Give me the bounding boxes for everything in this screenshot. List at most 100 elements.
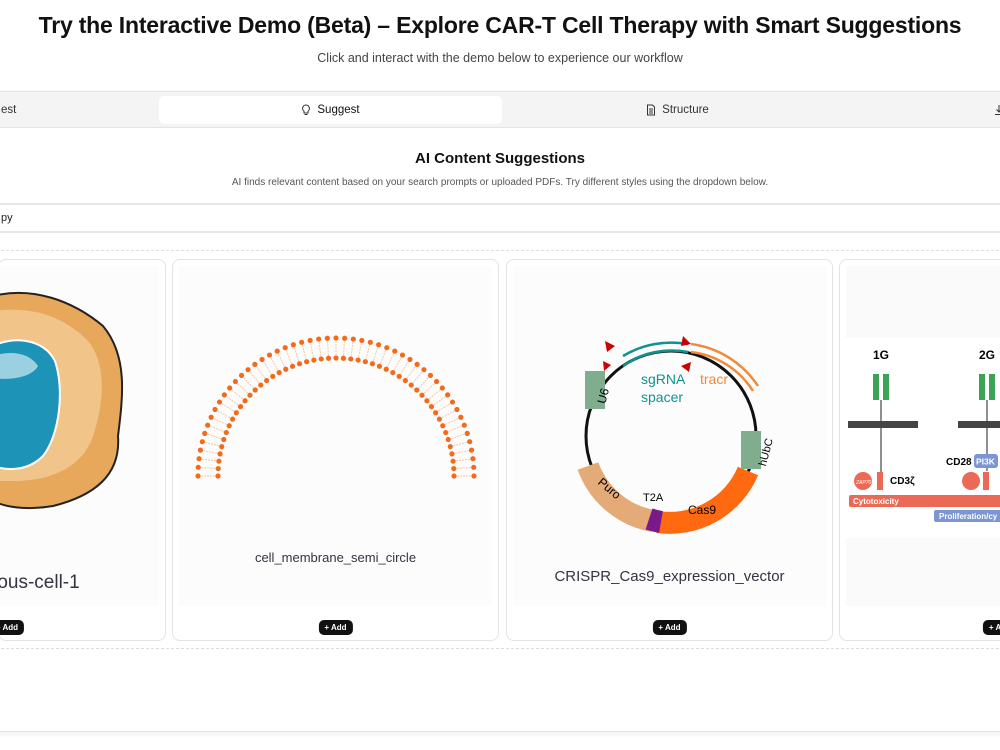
car-t-generations-illustration: 1G 2G ZAP70 CD3ζ CD28 PI3K Cytotoxicity … xyxy=(846,338,1000,538)
lipid-head xyxy=(419,392,425,398)
lipid-head xyxy=(461,422,467,428)
lipid-head xyxy=(451,465,457,472)
lipid-tail xyxy=(456,467,471,469)
lipid-tail xyxy=(412,371,423,384)
lipid-tail xyxy=(448,425,462,432)
card-image xyxy=(179,266,492,606)
tab-export[interactable] xyxy=(989,96,1000,124)
lipid-head xyxy=(449,399,456,405)
lipid-head xyxy=(468,447,475,453)
lipid-head xyxy=(237,404,244,410)
lipid-head xyxy=(433,410,439,416)
lipid-head xyxy=(471,473,477,479)
lipid-tail xyxy=(450,433,465,440)
lipid-tail xyxy=(249,371,260,384)
lipid-tail xyxy=(441,410,455,419)
tab-search[interactable]: est xyxy=(0,96,31,124)
lipid-head xyxy=(283,366,289,372)
lipid-head xyxy=(436,416,443,422)
divider xyxy=(0,648,1000,649)
lipid-head xyxy=(290,342,296,348)
lipid-head xyxy=(304,359,310,365)
lipid-head xyxy=(221,392,227,398)
lipid-head xyxy=(212,406,218,413)
lipid-head xyxy=(392,348,398,354)
lipid-head xyxy=(362,359,368,365)
lipid-head xyxy=(223,429,229,436)
tab-structure[interactable]: Structure xyxy=(506,96,849,124)
zap70-label: ZAP70 xyxy=(855,480,872,486)
lipid-head xyxy=(296,361,303,367)
spacer-label: spacer xyxy=(641,389,683,405)
lipid-head xyxy=(318,356,324,362)
lipid-tail xyxy=(285,350,292,364)
lipid-head xyxy=(421,367,427,373)
suggestion-card[interactable]: 1G 2G ZAP70 CD3ζ CD28 PI3K Cytotoxicity … xyxy=(839,259,1000,641)
lipid-head xyxy=(470,456,476,462)
cd28-label: CD28 xyxy=(946,457,972,468)
lipid-tail xyxy=(428,389,441,400)
lipid-head xyxy=(414,387,420,393)
card-image xyxy=(0,266,159,606)
card-label: CRISPR_Cas9_expression_vector xyxy=(554,568,785,585)
card-image: 1G 2G ZAP70 CD3ζ CD28 PI3K Cytotoxicity … xyxy=(846,266,1000,606)
lipid-head xyxy=(229,416,236,422)
lipid-head xyxy=(307,337,313,344)
search-input[interactable]: py xyxy=(0,203,1000,233)
lipid-head xyxy=(274,348,280,354)
lipid-tail xyxy=(423,383,435,394)
suggestion-card[interactable]: sgRNA spacer tracr U6 hUbC Puro T2A Cas9… xyxy=(506,259,833,641)
lipid-head xyxy=(350,336,356,342)
lipid-head xyxy=(264,377,270,384)
lipid-head xyxy=(195,473,201,479)
add-button[interactable]: + Add xyxy=(652,620,687,635)
plasmid-illustration: sgRNA spacer tracr U6 hUbC Puro T2A Cas9 xyxy=(577,336,776,534)
lipid-head xyxy=(245,367,251,373)
lipid-head xyxy=(316,336,322,342)
lipid-tail xyxy=(270,357,279,371)
lipid-head xyxy=(348,356,354,362)
add-button[interactable]: + Add xyxy=(318,620,353,635)
lipid-head xyxy=(451,473,457,479)
tracr-label: tracr xyxy=(700,371,728,387)
lipid-head xyxy=(447,444,453,450)
lipid-tail xyxy=(278,353,285,367)
suggestion-card[interactable]: rous-cell-1 + Add xyxy=(0,259,166,641)
lipid-tail xyxy=(226,396,239,406)
lipid-tail xyxy=(207,433,222,440)
sgrna-label: sgRNA xyxy=(641,371,686,387)
lipid-head xyxy=(216,458,222,464)
lipid-tail xyxy=(365,345,371,359)
lipid-head xyxy=(342,335,348,341)
lipid-head xyxy=(221,436,227,443)
lipid-head xyxy=(376,342,382,348)
lipid-head xyxy=(396,373,402,379)
lipid-tail xyxy=(400,361,409,375)
lipid-head xyxy=(311,357,317,363)
lipid-head xyxy=(390,369,396,376)
lipid-head xyxy=(427,372,434,379)
tab-suggest[interactable]: Suggest xyxy=(159,96,502,124)
lipid-head xyxy=(252,387,258,393)
lipid-tail xyxy=(327,341,329,356)
download-icon xyxy=(995,105,1000,115)
lipid-head xyxy=(252,361,258,367)
lipid-head xyxy=(333,335,339,341)
lipid-head xyxy=(367,339,373,345)
lipid-head xyxy=(226,423,232,429)
lipid-tail xyxy=(293,347,300,362)
lipid-head xyxy=(376,363,383,369)
lipid-head xyxy=(424,398,430,404)
add-button[interactable]: + Add xyxy=(982,620,1000,635)
lipid-tail xyxy=(372,347,379,362)
add-button[interactable]: + Add xyxy=(0,620,25,635)
suggestion-card[interactable]: cell_membrane_semi_circle + Add xyxy=(172,259,499,641)
lipid-head xyxy=(289,363,296,369)
lipid-head xyxy=(428,404,435,410)
lipid-tail xyxy=(301,345,307,359)
lipid-tail xyxy=(202,458,217,462)
lipid-tail xyxy=(393,357,402,371)
lipid-head xyxy=(215,465,221,472)
lipid-tail xyxy=(358,343,362,358)
divider xyxy=(0,250,1000,251)
